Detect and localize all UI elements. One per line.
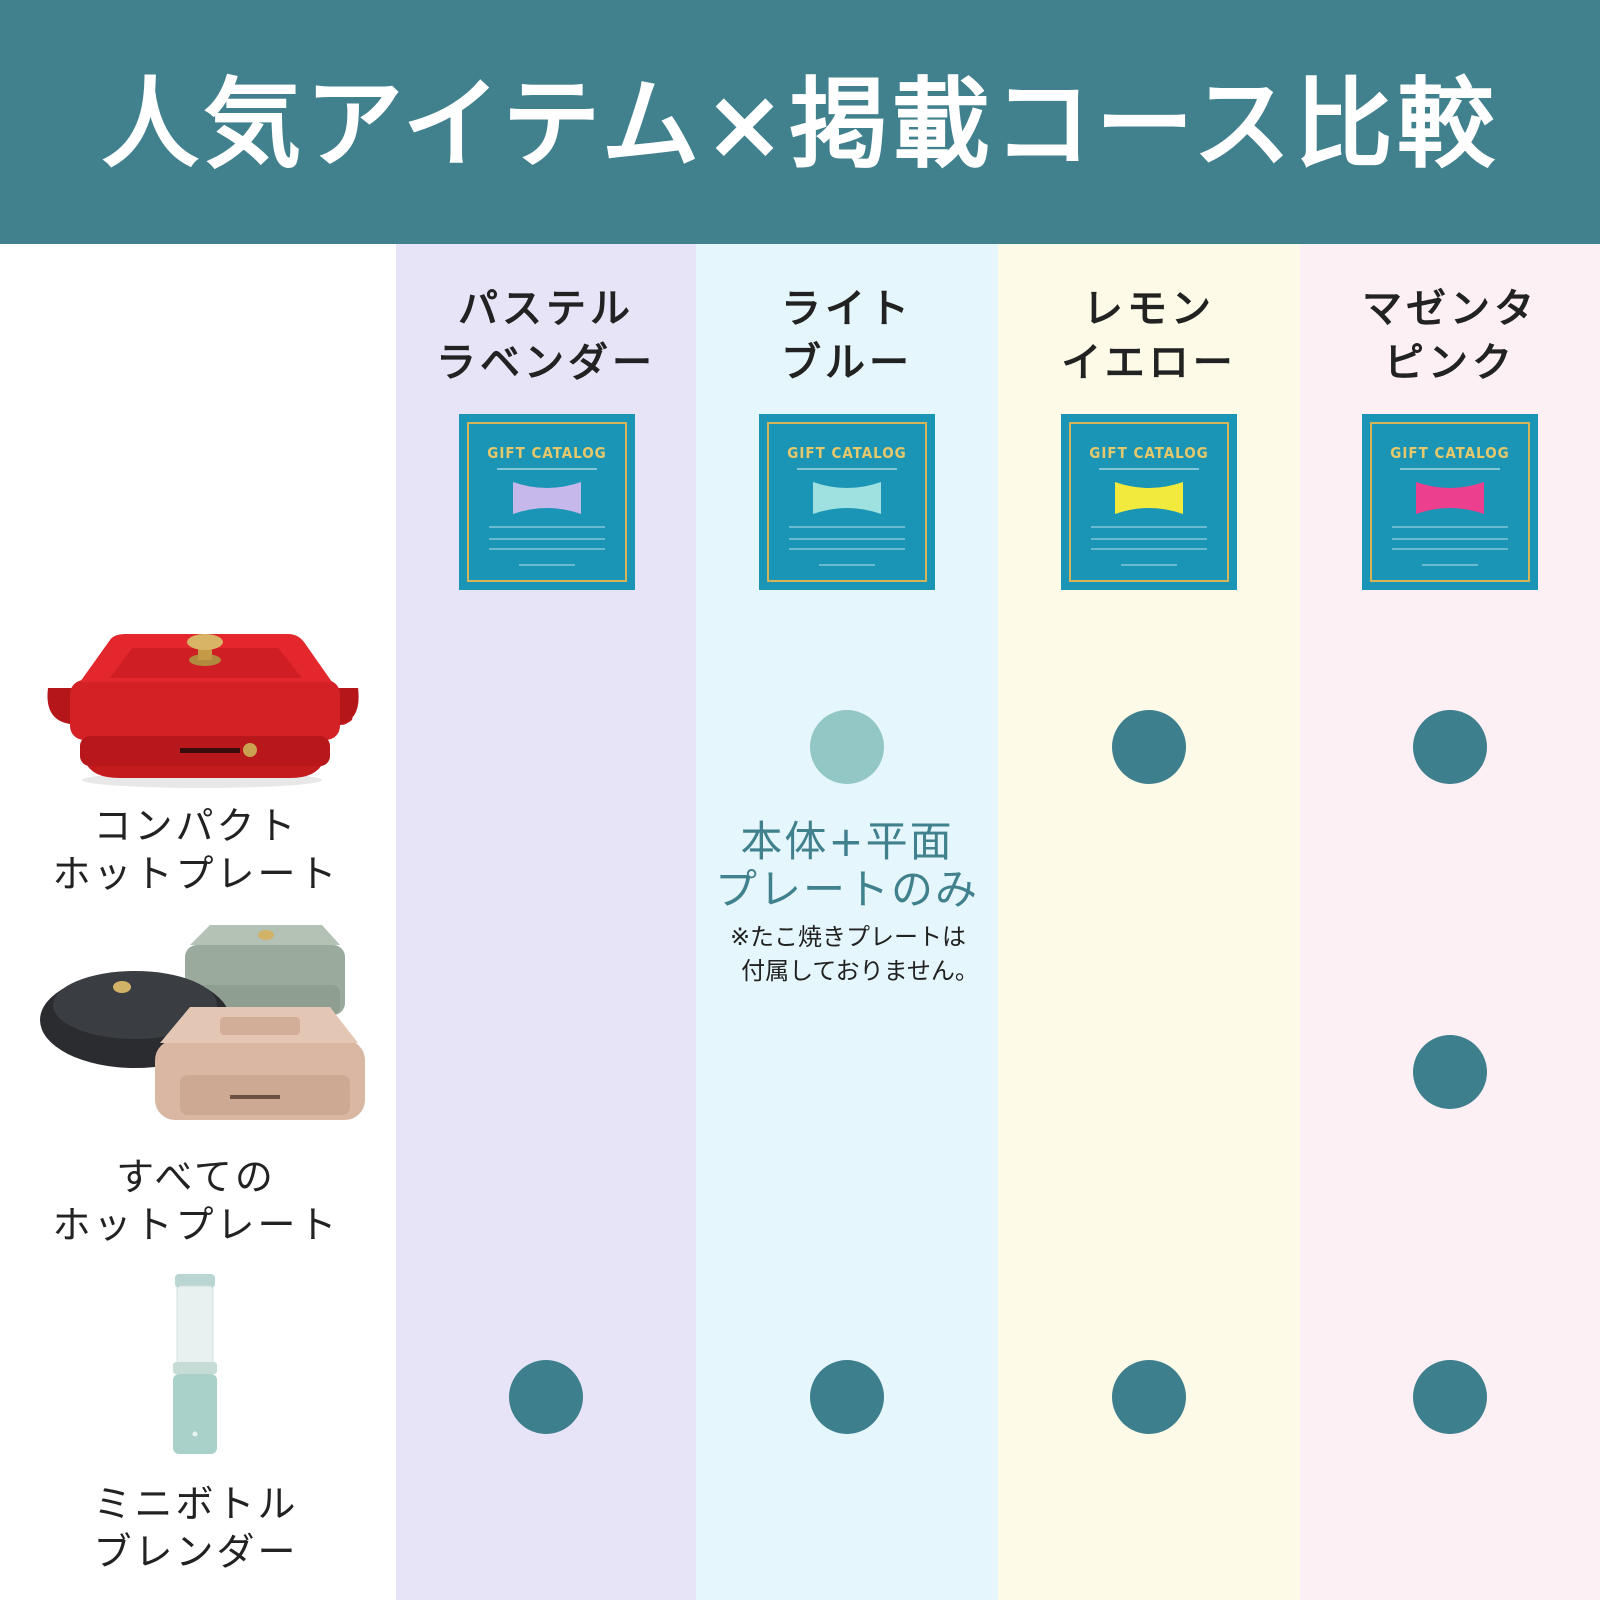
availability-dot xyxy=(1413,1360,1487,1434)
availability-dot xyxy=(509,1360,583,1434)
availability-dot xyxy=(1413,710,1487,784)
catalog-cover-lemon: GIFT CATALOG xyxy=(1061,414,1237,590)
catalog-cover-lavender: GIFT CATALOG xyxy=(459,414,635,590)
item-label-mini-bottle-blender: ミニボトル ブレンダー xyxy=(93,1482,299,1574)
item-label-compact-hot-plate: コンパクト ホットプレート xyxy=(52,804,340,896)
partial-availability-note: 本体+平面 プレートのみ xyxy=(714,817,979,914)
mini-bottle-blender-image xyxy=(173,1274,217,1454)
availability-dot-partial xyxy=(810,710,884,784)
course-name-lemon: レモン イエロー xyxy=(1061,286,1237,386)
catalog-title: GIFT CATALOG xyxy=(1390,444,1510,462)
red-hot-plate-image xyxy=(47,634,359,788)
catalog-title: GIFT CATALOG xyxy=(1089,444,1209,462)
header-banner: 人気アイテム×掲載コース比較 xyxy=(0,0,1600,244)
availability-dot xyxy=(1112,1360,1186,1434)
item-label-all-hot-plates: すべての ホットプレート xyxy=(52,1155,340,1247)
availability-dot xyxy=(810,1360,884,1434)
page-title: 人気アイテム×掲載コース比較 xyxy=(101,68,1499,182)
catalog-title: GIFT CATALOG xyxy=(487,444,607,462)
ribbon-icon xyxy=(513,482,581,514)
course-name-lightblue: ライト ブルー xyxy=(781,286,913,386)
ribbon-icon xyxy=(1115,482,1183,514)
course-name-magenta: マゼンタ ピンク xyxy=(1362,286,1538,386)
availability-dot xyxy=(1112,710,1186,784)
course-name-lavender: パステル ラベンダー xyxy=(436,286,656,386)
ribbon-icon xyxy=(1416,482,1484,514)
availability-dot xyxy=(1413,1035,1487,1109)
hot-plates-group-image xyxy=(40,925,365,1120)
ribbon-icon xyxy=(813,482,881,514)
partial-availability-footnote: ※たこ焼きプレートは 付属しておりません。 xyxy=(729,923,979,985)
catalog-cover-lightblue: GIFT CATALOG xyxy=(759,414,935,590)
catalog-title: GIFT CATALOG xyxy=(787,444,907,462)
catalog-cover-magenta: GIFT CATALOG xyxy=(1362,414,1538,590)
